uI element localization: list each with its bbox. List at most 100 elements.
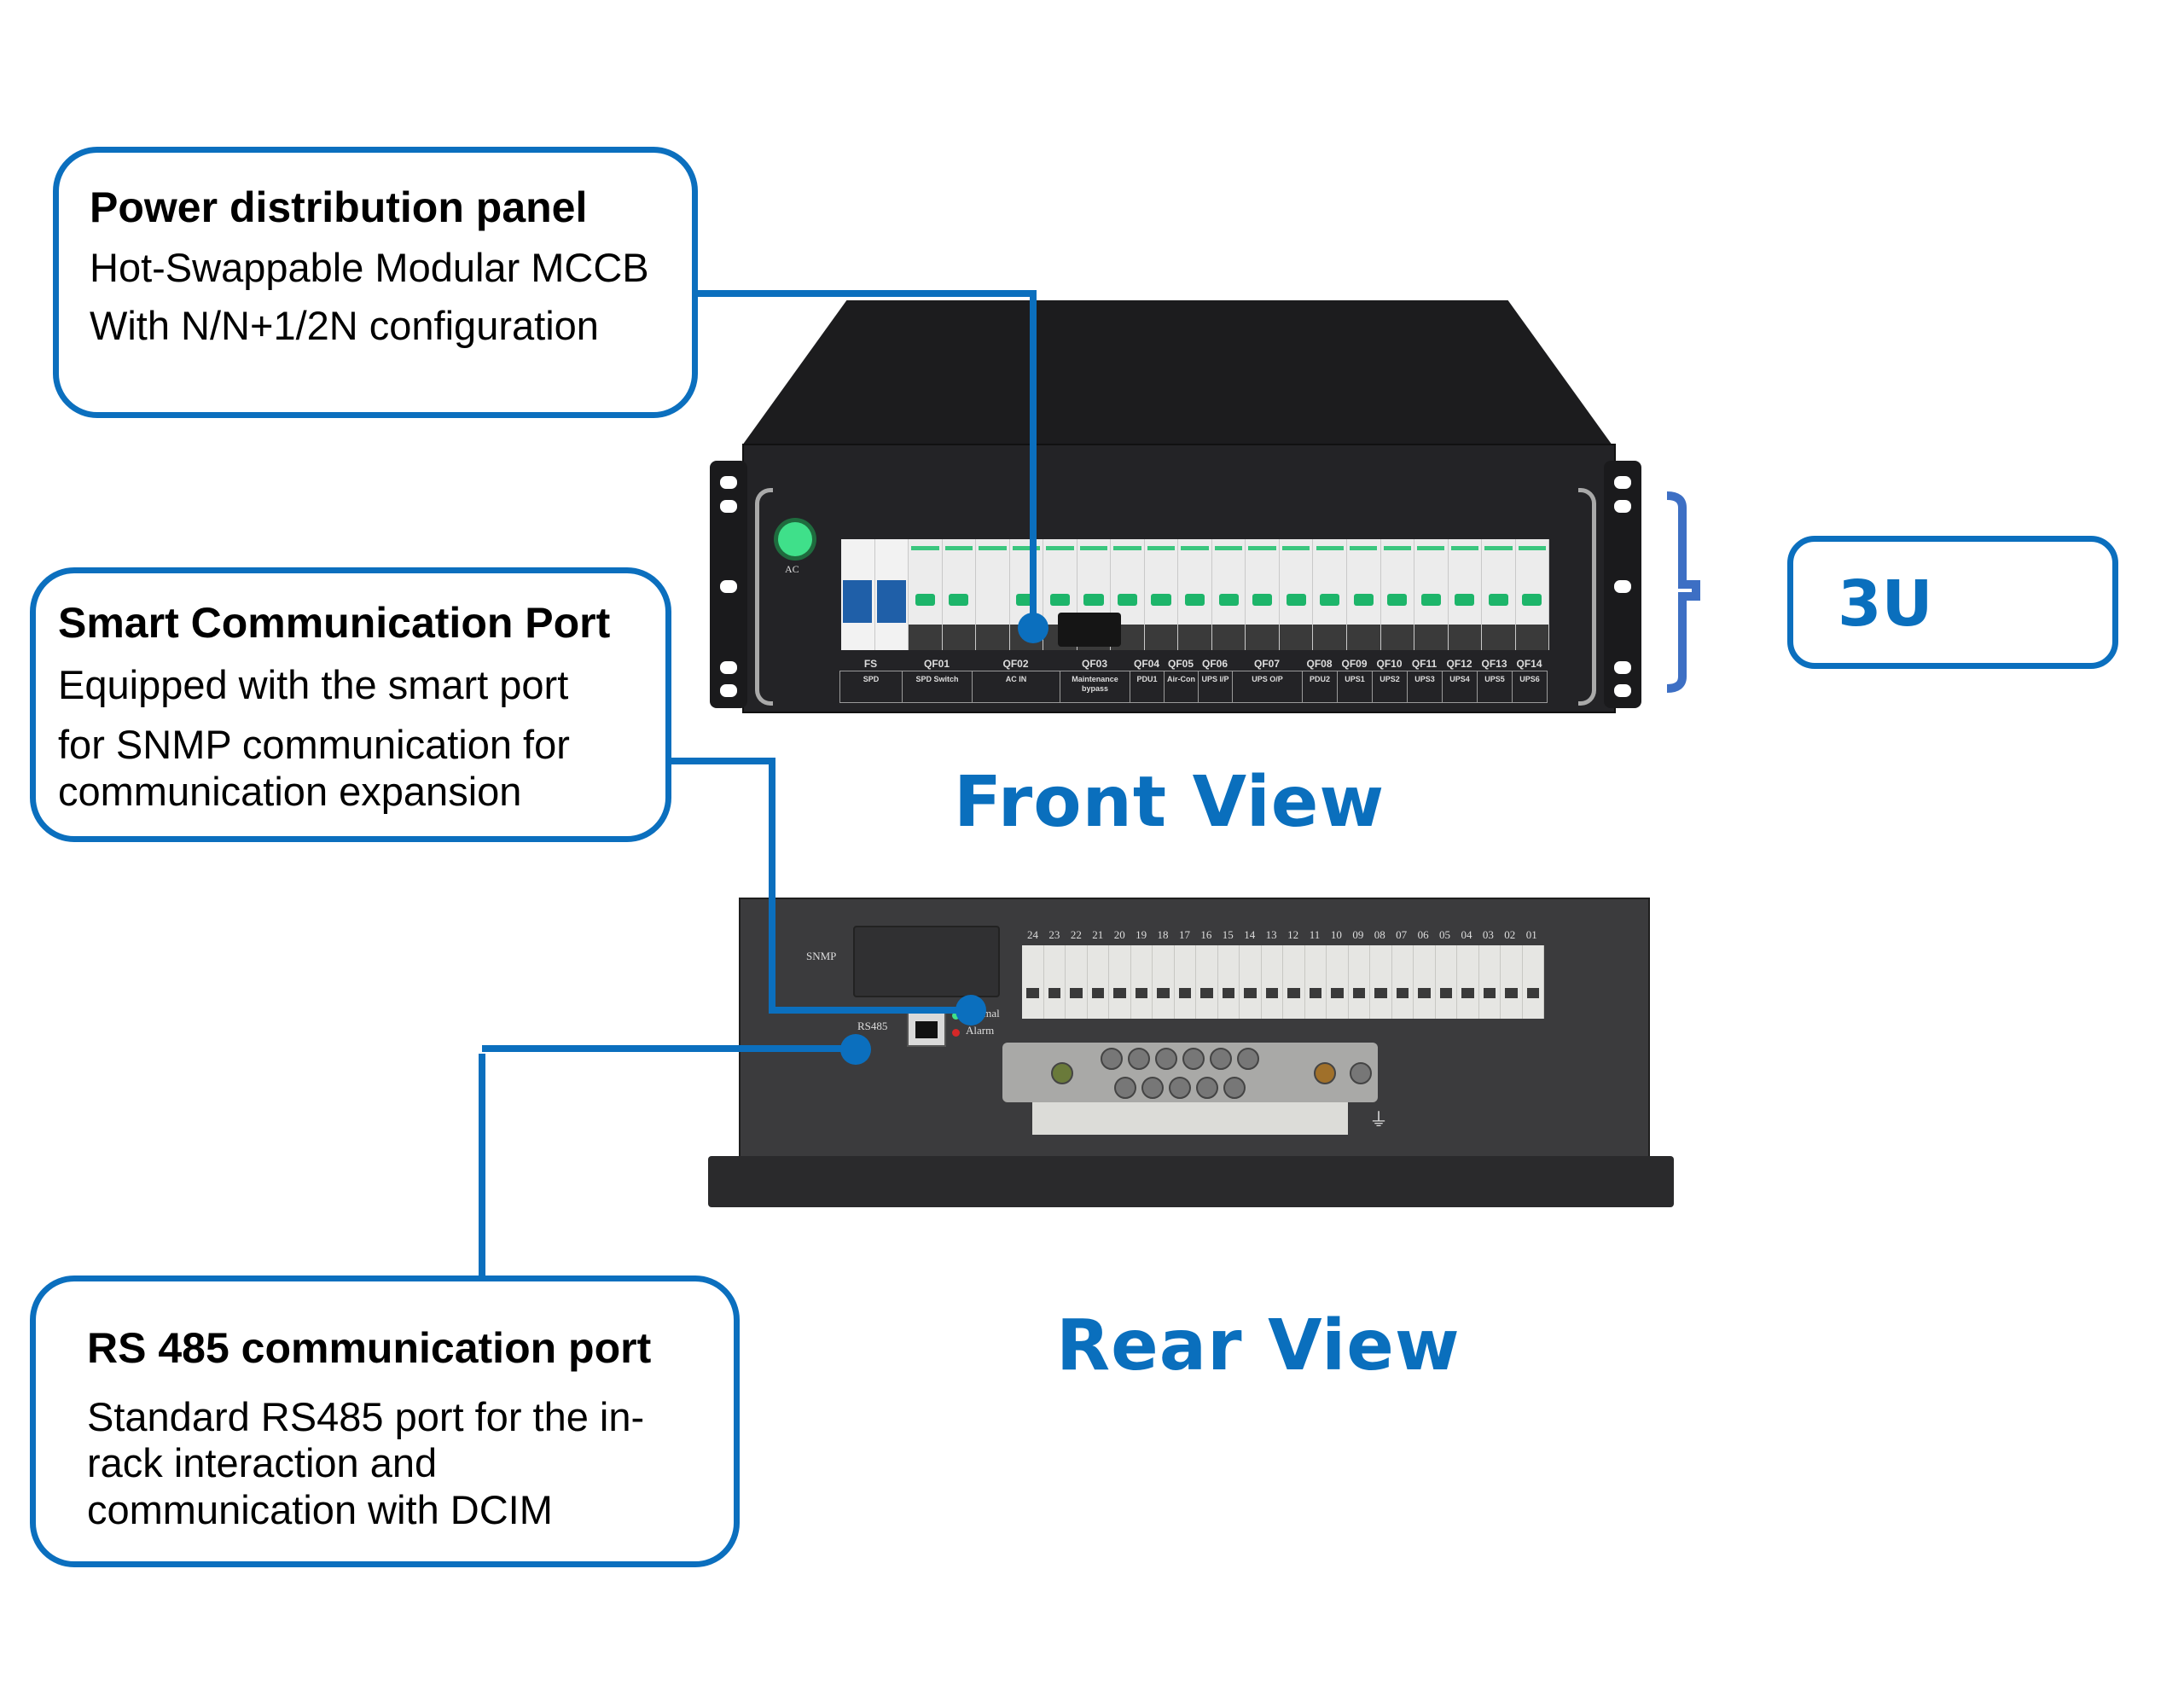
callout-line: for SNMP communication for bbox=[58, 722, 570, 768]
rear-view-title: Rear View bbox=[1056, 1305, 1461, 1386]
snmp-label: SNMP bbox=[806, 950, 837, 962]
rear-mounting-shelf bbox=[708, 1156, 1674, 1207]
rs485-port-icon[interactable] bbox=[907, 1011, 946, 1047]
handle-right bbox=[1578, 488, 1596, 706]
connector-dot-power-panel bbox=[1018, 613, 1048, 643]
callout-rs485-port: RS 485 communication port Standard RS485… bbox=[30, 1276, 740, 1567]
connector-line-power-panel bbox=[1030, 290, 1037, 631]
breaker[interactable] bbox=[1346, 539, 1381, 650]
terminal-number: 21 bbox=[1092, 928, 1104, 941]
terminal-number: 18 bbox=[1157, 928, 1169, 941]
callout-line: communication with DCIM bbox=[87, 1487, 553, 1533]
breaker[interactable] bbox=[1482, 539, 1516, 650]
height-badge-label: 3U bbox=[1838, 567, 1933, 641]
callout-line: Standard RS485 port for the in- bbox=[87, 1393, 645, 1439]
alarm-led-icon bbox=[952, 1029, 960, 1037]
breaker[interactable] bbox=[1144, 539, 1179, 650]
breaker[interactable] bbox=[1211, 539, 1246, 650]
rack-ear-right bbox=[1604, 461, 1641, 708]
breaker[interactable] bbox=[909, 539, 943, 650]
terminal-number: 10 bbox=[1330, 928, 1342, 941]
terminal-number: 06 bbox=[1417, 928, 1429, 941]
breaker[interactable] bbox=[1178, 539, 1212, 650]
terminal-number: 23 bbox=[1048, 928, 1060, 941]
terminal-number: 19 bbox=[1136, 928, 1147, 941]
screw-icon bbox=[1350, 1062, 1372, 1084]
terminal-number: 03 bbox=[1482, 928, 1494, 941]
breaker[interactable] bbox=[1448, 539, 1483, 650]
terminal-number: 02 bbox=[1504, 928, 1516, 941]
terminal-number: 13 bbox=[1265, 928, 1277, 941]
terminal-number: 24 bbox=[1027, 928, 1038, 941]
breaker[interactable] bbox=[942, 539, 977, 650]
screw-icon bbox=[1237, 1048, 1259, 1070]
front-view-title: Front View bbox=[954, 762, 1385, 843]
terminal-number: 08 bbox=[1374, 928, 1385, 941]
terminal-block bbox=[1022, 945, 1544, 1019]
screw-icon bbox=[1141, 1077, 1164, 1099]
connector-line-smart-port bbox=[769, 1007, 965, 1014]
ac-indicator-label: AC bbox=[785, 563, 799, 575]
screw-icon bbox=[1128, 1048, 1150, 1070]
callout-title: RS 485 communication port bbox=[87, 1324, 652, 1372]
connector-dot-rs485 bbox=[840, 1034, 871, 1065]
connector-line-smart-port bbox=[769, 758, 775, 1014]
terminal-number: 04 bbox=[1461, 928, 1472, 941]
breaker[interactable] bbox=[1313, 539, 1347, 650]
breaker[interactable] bbox=[1246, 539, 1280, 650]
spd-module bbox=[841, 539, 875, 650]
height-bracket-icon bbox=[1666, 491, 1700, 693]
terminal-number: 09 bbox=[1352, 928, 1364, 941]
bypass-interlock bbox=[1058, 613, 1121, 647]
breaker-row bbox=[841, 539, 1550, 650]
connector-line-power-panel bbox=[695, 290, 1037, 297]
neutral-busbar bbox=[1032, 1101, 1348, 1135]
callout-line: rack interaction and bbox=[87, 1440, 438, 1486]
breaker[interactable] bbox=[1414, 539, 1449, 650]
callout-smart-communication-port: Smart Communication Port Equipped with t… bbox=[30, 567, 671, 842]
snmp-slot-cover[interactable] bbox=[853, 926, 1000, 997]
device-top-cover bbox=[742, 300, 1612, 445]
callout-line: Hot-Swappable Modular MCCB bbox=[90, 244, 649, 290]
breaker[interactable] bbox=[976, 539, 1010, 650]
terminal-number: 11 bbox=[1309, 928, 1321, 941]
screw-icon bbox=[1223, 1077, 1246, 1099]
terminal-number: 15 bbox=[1222, 928, 1234, 941]
terminal-number: 14 bbox=[1244, 928, 1256, 941]
callout-power-distribution-panel: Power distribution panel Hot-Swappable M… bbox=[53, 147, 698, 418]
spd-module bbox=[874, 539, 909, 650]
rack-ear-left bbox=[710, 461, 747, 708]
breaker[interactable] bbox=[1380, 539, 1415, 650]
screw-icon bbox=[1051, 1062, 1073, 1084]
callout-line: communication expansion bbox=[58, 769, 522, 815]
terminal-number: 16 bbox=[1200, 928, 1212, 941]
handle-left bbox=[755, 488, 773, 706]
terminal-number: 05 bbox=[1439, 928, 1451, 941]
callout-title: Smart Communication Port bbox=[58, 599, 611, 647]
screw-icon bbox=[1114, 1077, 1136, 1099]
connector-dot-smart-port bbox=[956, 995, 986, 1026]
terminal-number: 07 bbox=[1396, 928, 1408, 941]
ac-indicator-icon bbox=[778, 522, 812, 556]
callout-line: Equipped with the smart port bbox=[58, 661, 569, 707]
screw-icon bbox=[1155, 1048, 1177, 1070]
terminal-number: 22 bbox=[1070, 928, 1082, 941]
connector-line-rs485 bbox=[482, 1045, 857, 1052]
breaker[interactable] bbox=[1279, 539, 1314, 650]
callout-title: Power distribution panel bbox=[90, 183, 588, 231]
screw-icon bbox=[1314, 1062, 1336, 1084]
screw-icon bbox=[1182, 1048, 1205, 1070]
breaker[interactable] bbox=[1515, 539, 1550, 650]
